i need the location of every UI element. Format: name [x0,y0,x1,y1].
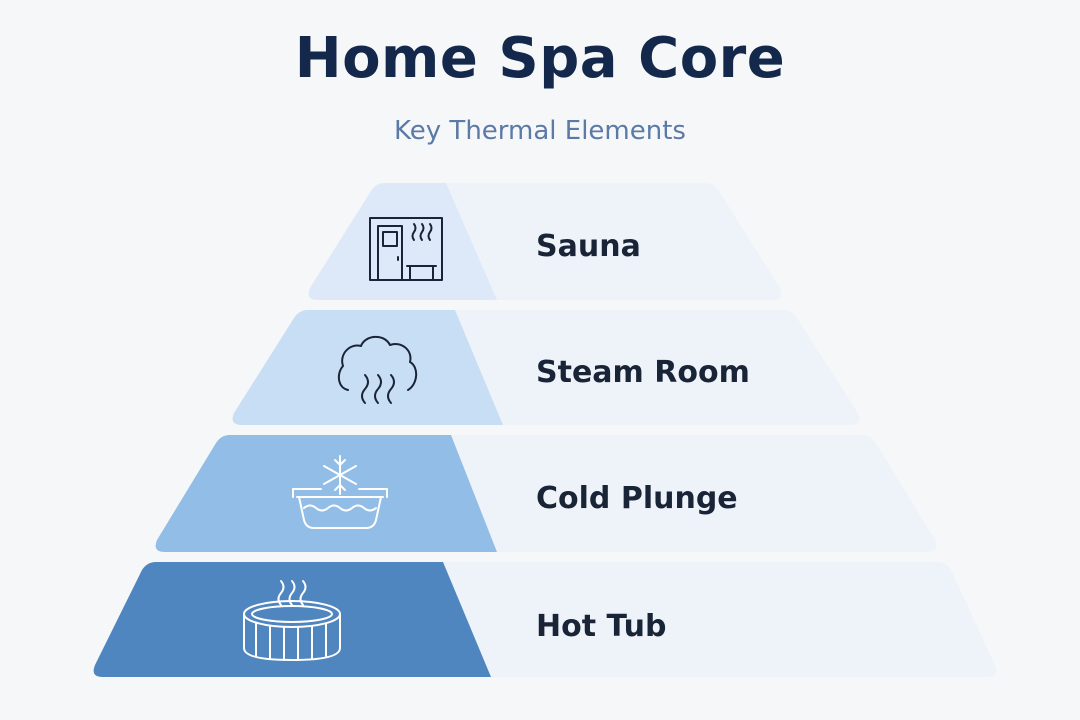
hot-tub-icon [243,580,341,661]
steam-cloud-icon [337,335,418,404]
page-title: Home Spa Core [294,26,786,91]
pyramid-tier-sauna: Sauna [308,183,782,300]
page-subtitle: Key Thermal Elements [394,116,686,146]
tier-icon-band [93,562,491,677]
pyramid-tier-hot-tub: Hot Tub [93,562,997,677]
tier-label-hot-tub: Hot Tub [536,609,667,644]
tier-icon-band [155,435,497,552]
pyramid-tier-steam-room: Steam Room [232,310,860,425]
tier-label-sauna: Sauna [536,229,641,264]
cold-plunge-icon [292,455,388,529]
tier-label-steam-room: Steam Room [536,355,750,390]
tier-label-cold-plunge: Cold Plunge [536,481,738,516]
pyramid-tier-cold-plunge: Cold Plunge [155,435,937,552]
tier-icon-band [232,310,503,425]
sauna-icon [369,217,443,281]
